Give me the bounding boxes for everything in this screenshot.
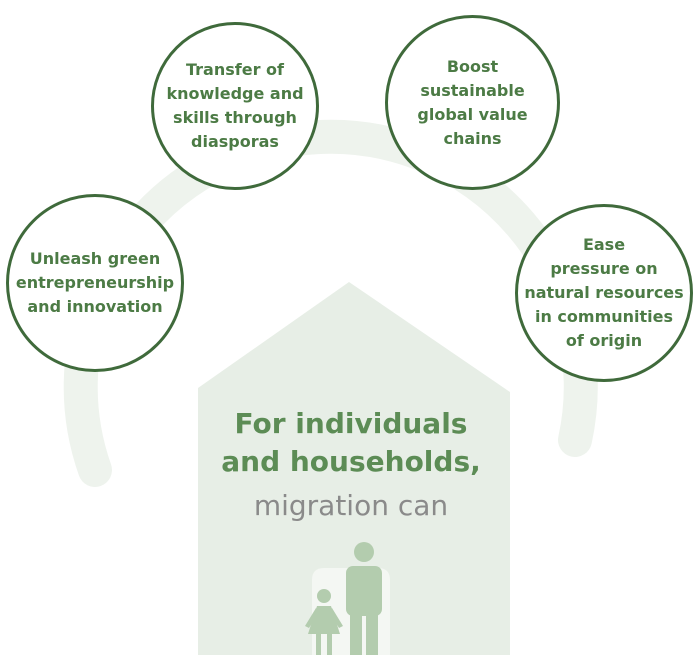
center-headline: For individuals and households,: [221, 407, 481, 478]
center-subline: migration can: [253, 489, 449, 522]
child-figure-icon: [305, 589, 343, 655]
circle-transfer-knowledge-text: Transfer of knowledge and skills through…: [166, 60, 304, 151]
adult-figure-icon: [346, 542, 382, 655]
circle-boost-value-chains: Boost sustainable global value chains: [385, 15, 560, 190]
circle-unleash-green-entrepreneurship: Unleash green entrepreneurship and innov…: [6, 194, 184, 372]
circle-ease-pressure-text: Ease pressure on natural resources in co…: [524, 235, 684, 350]
circle-unleash-green-entrepreneurship-text: Unleash green entrepreneurship and innov…: [15, 249, 175, 316]
circle-ease-pressure: Ease pressure on natural resources in co…: [515, 204, 693, 382]
house-shape: [198, 282, 510, 655]
circle-boost-value-chains-text: Boost sustainable global value chains: [417, 56, 528, 148]
circle-transfer-knowledge: Transfer of knowledge and skills through…: [151, 22, 319, 190]
